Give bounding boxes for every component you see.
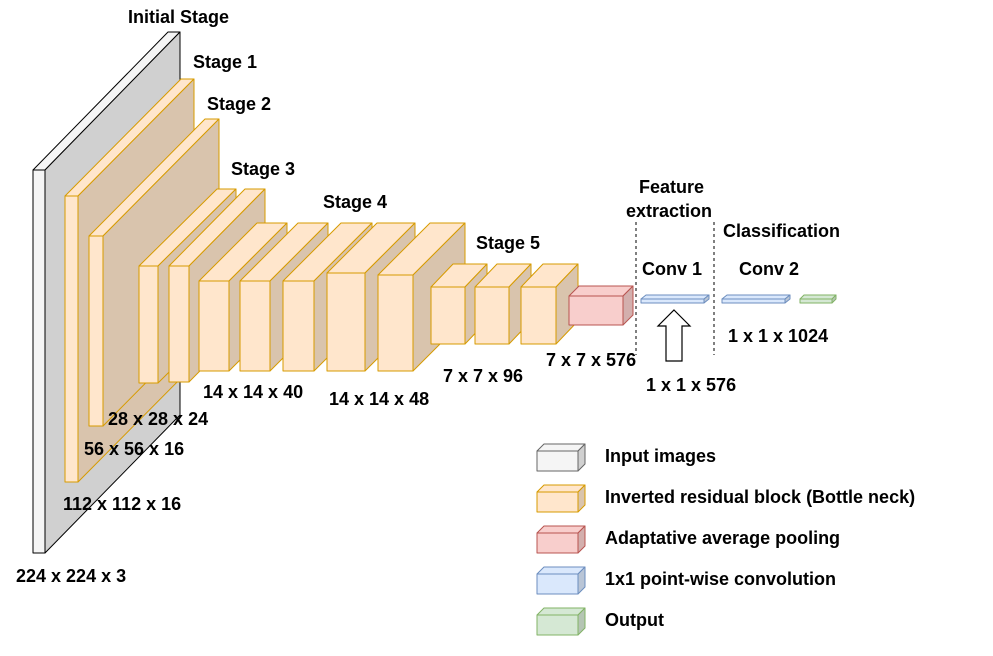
legend-label-0: Input images [605,446,716,466]
conv2-block [721,294,791,304]
legend-label-2: Adaptative average pooling [605,528,840,548]
label-stage-3: Stage 3 [231,159,295,179]
label-extraction: extraction [626,201,712,221]
legend-swatch-1 [536,484,586,513]
dim-1-576: 1 x 1 x 576 [646,375,736,395]
label-stage-5: Stage 5 [476,233,540,253]
legend-swatch-2 [536,525,586,554]
dim-224: 224 x 224 x 3 [16,566,126,586]
label-classification: Classification [723,221,840,241]
up-arrow-icon [656,309,692,362]
pooling-block [568,285,634,326]
dim-56: 56 x 56 x 16 [84,439,184,459]
dim-14-40: 14 x 14 x 40 [203,382,303,402]
dim-7-576: 7 x 7 x 576 [546,350,636,370]
label-stage-2: Stage 2 [207,94,271,114]
label-initial-stage: Initial Stage [128,7,229,27]
conv1-block [640,294,710,304]
legend-label-4: Output [605,610,664,630]
legend-label-1: Inverted residual block (Bottle neck) [605,487,915,507]
legend-swatch-4 [536,607,586,636]
legend-swatch-0 [536,443,586,472]
dim-28: 28 x 28 x 24 [108,409,208,429]
dim-14-48: 14 x 14 x 48 [329,389,429,409]
label-stage-1: Stage 1 [193,52,257,72]
dim-1-1024: 1 x 1 x 1024 [728,326,828,346]
dim-112: 112 x 112 x 16 [63,494,181,514]
legend-label-3: 1x1 point-wise convolution [605,569,836,589]
label-conv-1: Conv 1 [642,259,702,279]
output-block [799,294,837,304]
label-conv-2: Conv 2 [739,259,799,279]
dim-7-96: 7 x 7 x 96 [443,366,523,386]
label-stage-4: Stage 4 [323,192,387,212]
stage5-block-c [520,263,579,345]
legend-swatch-3 [536,566,586,595]
blocks-layer [32,31,837,554]
label-feature: Feature [639,177,704,197]
